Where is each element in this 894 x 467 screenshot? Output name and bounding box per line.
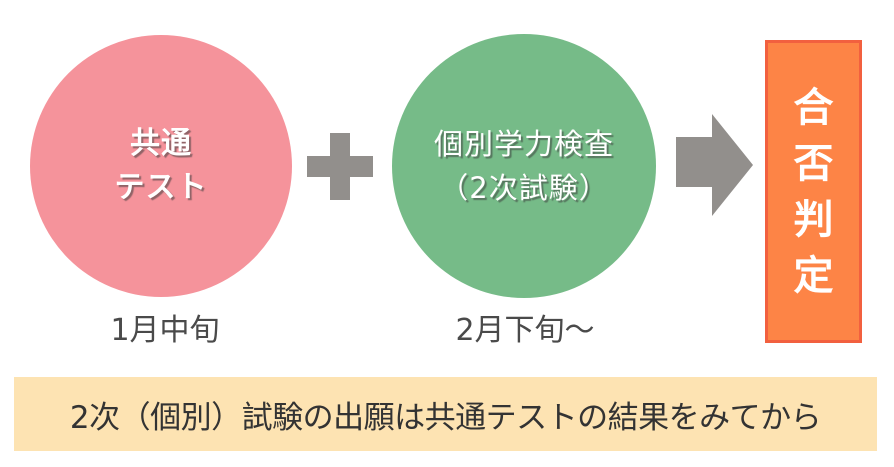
common-test-label-line-1: 共通 — [130, 126, 192, 161]
plus-icon-horizontal-bar — [307, 156, 373, 177]
pass-fail-judgement-box: 合 否 判 定 — [765, 40, 862, 343]
judgement-char: 否 — [793, 140, 834, 187]
common-test-circle: 共通 テスト — [30, 35, 292, 297]
note-banner-text: 2次（個別）試験の出願は共通テストの結果をみてから — [69, 399, 822, 436]
common-test-period: 1月中旬 — [110, 313, 220, 348]
common-test-label-line-2: テスト — [114, 170, 208, 205]
individual-exam-label-line-2: （2次試験） — [439, 171, 609, 205]
arrow-right-icon — [676, 114, 753, 216]
individual-exam-period: 2月下旬〜 — [455, 313, 595, 348]
judgement-char: 判 — [793, 196, 834, 243]
judgement-char: 定 — [793, 252, 834, 299]
note-banner: 2次（個別）試験の出願は共通テストの結果をみてから — [14, 377, 877, 451]
individual-exam-label-line-1: 個別学力検査 — [433, 127, 614, 161]
judgement-char: 合 — [793, 84, 834, 131]
individual-exam-circle: 個別学力検査 （2次試験） — [392, 34, 656, 298]
